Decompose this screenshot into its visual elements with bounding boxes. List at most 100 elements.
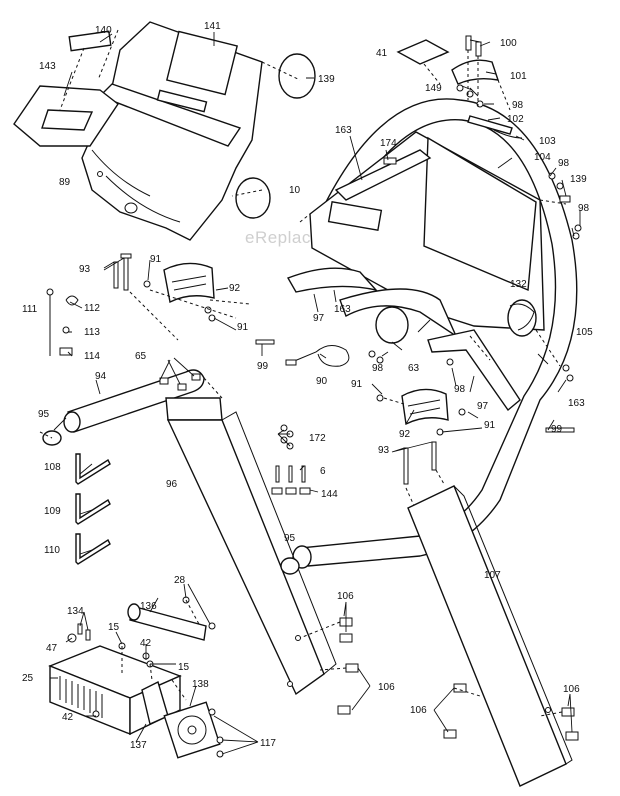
label-163-top: 163 xyxy=(335,125,352,136)
label-98-right: 98 xyxy=(558,158,570,169)
label-139-right: 139 xyxy=(570,174,587,185)
nut-114 xyxy=(59,347,73,356)
upright-96-hole-2 xyxy=(287,681,293,687)
label-163-center: 163 xyxy=(334,304,351,315)
label-98-top: 98 xyxy=(512,100,524,111)
upright-96-side xyxy=(221,411,337,675)
bolt-106h xyxy=(565,731,579,741)
label-108: 108 xyxy=(44,462,61,473)
controller-assembly xyxy=(48,596,224,759)
screw-113 xyxy=(62,326,70,334)
fan-138-ring xyxy=(177,715,207,745)
label-97-left: 97 xyxy=(313,313,325,324)
lower-crossbar xyxy=(339,288,458,338)
fan-138-hub xyxy=(187,725,197,735)
label-139-top: 139 xyxy=(318,74,335,85)
label-97-right: 97 xyxy=(477,401,489,412)
label-106-top: 106 xyxy=(337,591,354,602)
screw-98e xyxy=(572,232,580,240)
screw-172a xyxy=(280,424,288,432)
label-111: 111 xyxy=(22,304,38,315)
console-mount-window xyxy=(423,136,537,292)
label-117: 117 xyxy=(260,738,276,749)
screw-117c xyxy=(208,708,216,716)
screw-98-right xyxy=(446,358,454,366)
console-front-panel xyxy=(98,83,242,147)
screw-6c xyxy=(301,465,306,483)
upright-107 xyxy=(407,485,567,787)
label-107: 107 xyxy=(484,570,501,581)
left-upright xyxy=(39,369,337,696)
label-143: 143 xyxy=(39,61,56,72)
clip-139 xyxy=(559,195,571,203)
bolt-93-left xyxy=(123,255,129,291)
upper-crossbar xyxy=(286,267,378,293)
screw-134b xyxy=(85,629,91,641)
controller-vents xyxy=(59,676,103,718)
label-89: 89 xyxy=(59,177,71,188)
upright-96-hole xyxy=(295,635,301,641)
label-106-right: 106 xyxy=(563,684,580,695)
screw-91c xyxy=(208,314,216,322)
label-103: 103 xyxy=(539,136,556,147)
label-94: 94 xyxy=(95,371,107,382)
cable-90-plug xyxy=(285,359,297,366)
bolts-106 xyxy=(299,617,579,741)
screw-42b xyxy=(92,710,100,718)
label-47: 47 xyxy=(46,643,58,654)
label-100: 100 xyxy=(500,38,517,49)
label-95-right: 95 xyxy=(284,533,296,544)
label-105: 105 xyxy=(576,327,593,338)
right-upright xyxy=(280,485,573,787)
top-hardware xyxy=(383,35,582,382)
label-15-right: 15 xyxy=(178,662,190,673)
bolt-93-right-2 xyxy=(431,441,437,471)
label-28: 28 xyxy=(174,575,186,586)
top-dash-lines xyxy=(423,50,511,111)
label-113: 113 xyxy=(84,327,100,338)
label-91-center: 91 xyxy=(351,379,363,390)
right-grip-rail xyxy=(427,329,521,412)
label-10: 10 xyxy=(289,185,301,196)
upright-96-bracket xyxy=(165,397,223,421)
left-parts xyxy=(46,253,575,433)
console-dash-lines xyxy=(59,29,301,197)
nut-144a xyxy=(271,487,283,495)
bolt-106f xyxy=(443,729,457,739)
label-15-top: 15 xyxy=(108,622,120,633)
decal-part-41 xyxy=(396,39,450,65)
bolt-99-right xyxy=(545,427,575,433)
console-knob xyxy=(124,202,138,214)
nut-144b xyxy=(285,487,297,495)
left-upright-dash xyxy=(39,377,223,439)
label-104: 104 xyxy=(534,152,551,163)
screw-91-center xyxy=(376,394,384,402)
washer-149a xyxy=(456,84,464,92)
label-42-bottom: 42 xyxy=(62,712,74,723)
screw-91b xyxy=(204,306,212,314)
screw-163b xyxy=(566,374,574,382)
console-key-plate xyxy=(68,30,112,52)
allen-wrenches xyxy=(75,453,111,565)
bolt-106d xyxy=(337,705,351,715)
label-91-left: 91 xyxy=(237,322,249,333)
bolt-99-left xyxy=(255,339,275,345)
label-98-center: 98 xyxy=(372,363,384,374)
label-114: 114 xyxy=(84,351,100,362)
bolt-93-left-head xyxy=(120,253,132,259)
grip-cover-92-right xyxy=(401,388,449,426)
bolt-106c xyxy=(345,663,359,673)
screw-100a xyxy=(465,35,472,51)
console-body-contour xyxy=(91,149,181,223)
label-90: 90 xyxy=(316,376,328,387)
label-96: 96 xyxy=(166,479,178,490)
nut-144c xyxy=(299,487,311,495)
console-cover-disc xyxy=(278,53,316,99)
label-41: 41 xyxy=(376,48,388,59)
console-screw-hole xyxy=(97,171,103,177)
label-91-top-left: 91 xyxy=(150,254,162,265)
label-101: 101 xyxy=(510,71,527,82)
label-98-lower: 98 xyxy=(454,384,466,395)
handlebar-frame xyxy=(286,98,578,569)
